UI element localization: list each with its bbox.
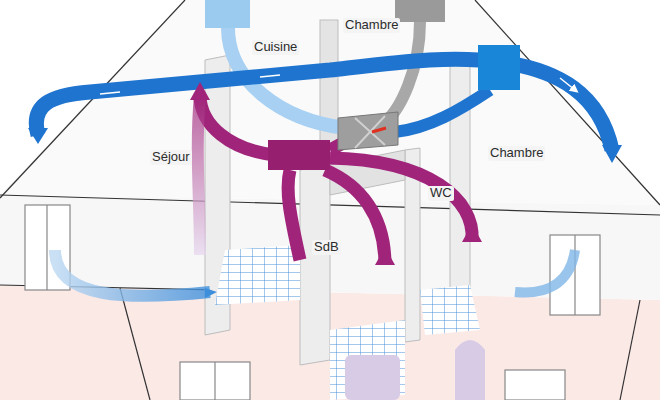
room-label: WC — [428, 186, 454, 201]
supply-duct — [36, 59, 612, 150]
windows — [25, 205, 600, 400]
room-label: Séjour — [150, 150, 192, 165]
extract-ducts — [200, 95, 472, 265]
heat-recovery-unit — [338, 112, 398, 150]
bathtub — [345, 355, 400, 400]
extract-box — [268, 140, 330, 170]
room-label: Chambre — [488, 146, 545, 161]
distribution-box — [478, 45, 520, 90]
room-label: SdB — [312, 240, 341, 255]
room-label: Cuisine — [252, 40, 299, 55]
tiled-floor — [330, 320, 405, 400]
toilet — [455, 340, 485, 400]
room-label: Chambre — [343, 18, 400, 33]
tiled-floor — [215, 245, 300, 305]
